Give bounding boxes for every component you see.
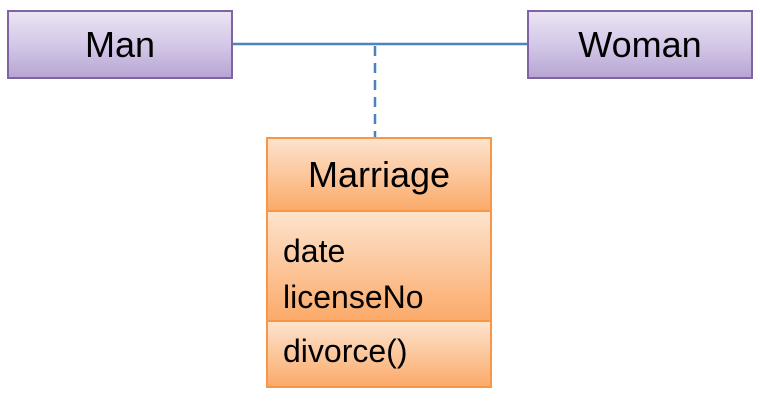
- operation-divorce: divorce(): [283, 333, 408, 369]
- class-man[interactable]: Man: [7, 10, 233, 79]
- attribute-license-no: licenseNo: [283, 279, 424, 315]
- association-class-marriage[interactable]: Marriage date licenseNo divorce(): [266, 137, 492, 388]
- class-woman[interactable]: Woman: [527, 10, 753, 79]
- attribute-date: date: [283, 233, 346, 269]
- association-class-name-compartment: Marriage: [268, 139, 490, 210]
- class-woman-name: Woman: [578, 23, 702, 65]
- operations-compartment: divorce(): [268, 322, 490, 386]
- attributes-compartment: date licenseNo: [268, 212, 490, 320]
- association-class-name: Marriage: [307, 153, 451, 195]
- class-man-name: Man: [84, 23, 156, 65]
